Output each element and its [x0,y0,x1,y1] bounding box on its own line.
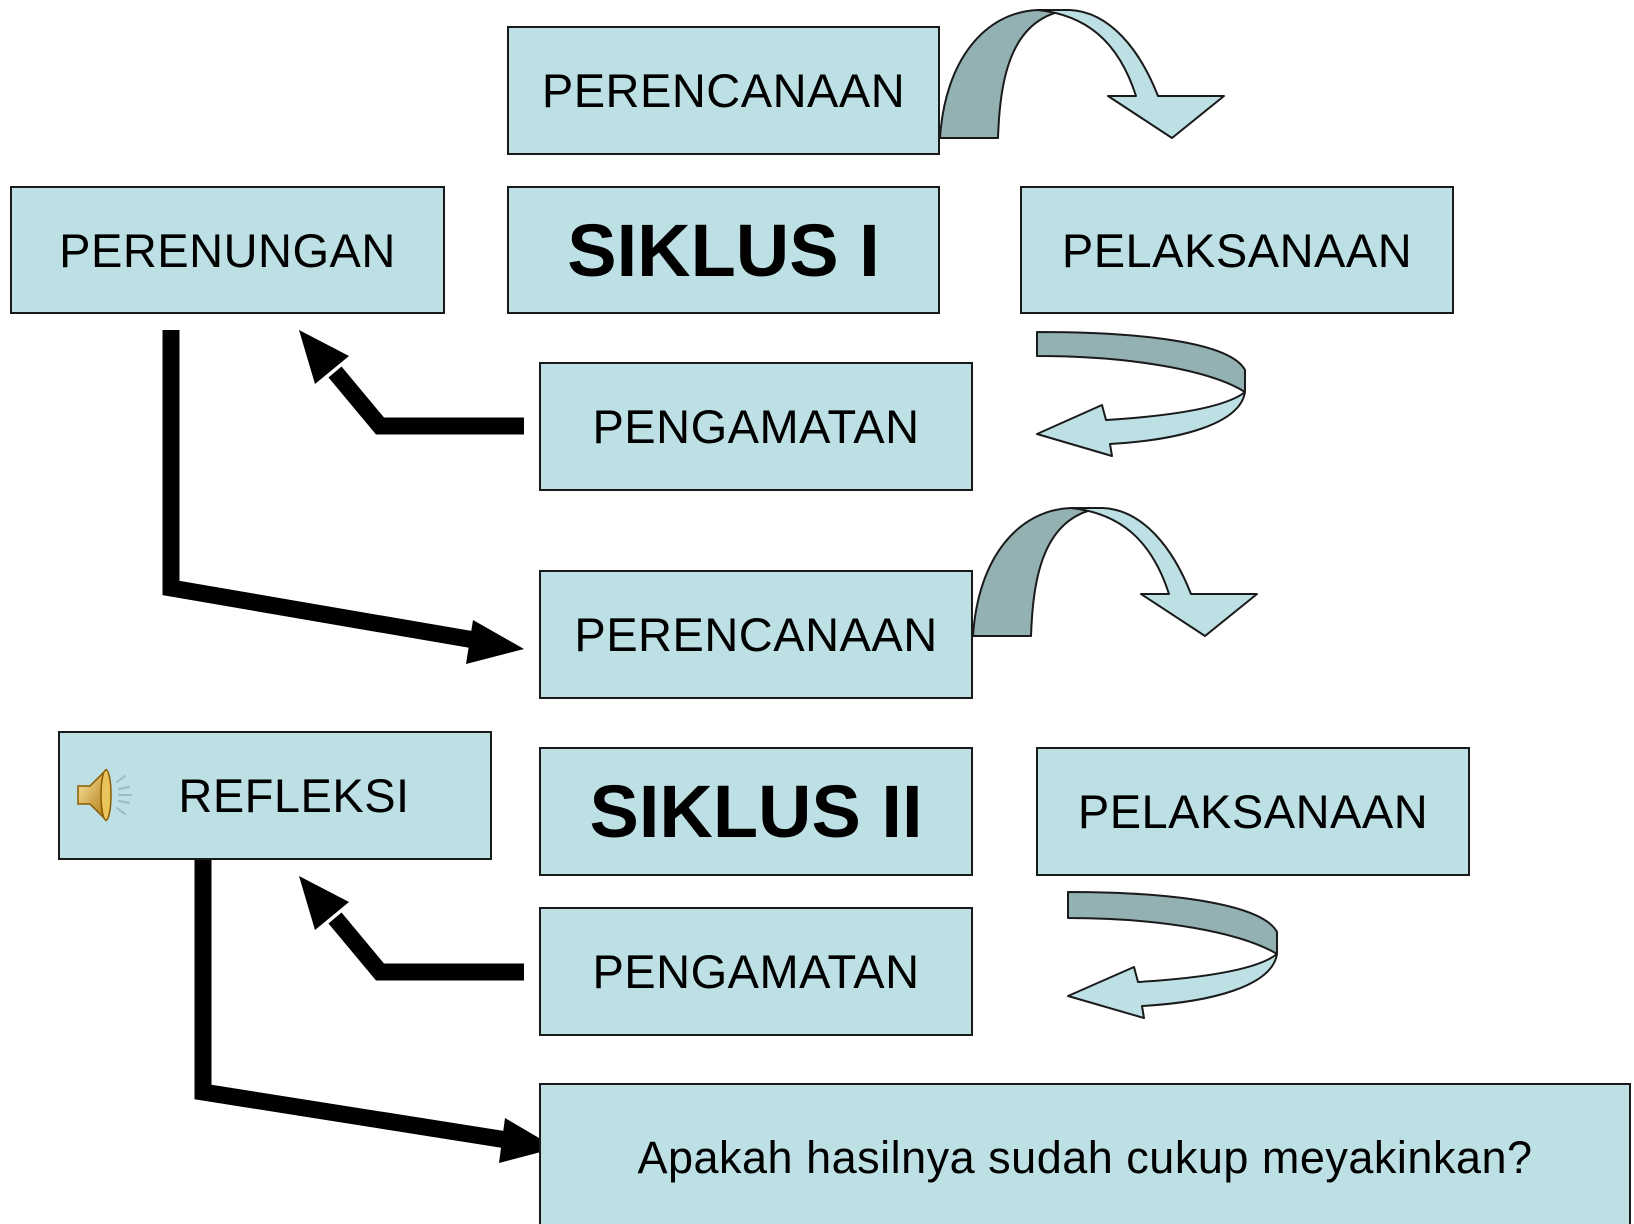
pengamatan-label-2: PENGAMATAN [592,945,920,998]
curved-arrow-act-to-observe-2 [1067,891,1278,1019]
perencanaan-box-2: PERENCANAAN [539,570,973,699]
siklus-2-title: SIKLUS II [589,770,923,853]
connector-reflect-to-plan-2 [162,330,524,664]
question-label: Apakah hasilnya sudah cukup meyakinkan? [637,1132,1533,1183]
perenungan-box: PERENUNGAN [10,186,445,314]
curved-arrow-plan-to-act-1 [939,9,1225,139]
curved-arrow-plan-to-act-2 [972,507,1258,637]
pelaksanaan-box-1: PELAKSANAAN [1020,186,1454,314]
speaker-icon[interactable] [72,762,138,828]
siklus-1-title-box: SIKLUS I [507,186,940,314]
question-box: Apakah hasilnya sudah cukup meyakinkan? [539,1083,1631,1224]
curved-arrow-act-to-observe-1 [1036,331,1246,457]
pelaksanaan-box-2: PELAKSANAAN [1036,747,1470,876]
pengamatan-label-1: PENGAMATAN [592,400,920,453]
perencanaan-box-1: PERENCANAAN [507,26,940,155]
pengamatan-box-2: PENGAMATAN [539,907,973,1036]
connector-observe-to-reflect-2 [299,876,524,981]
perenungan-label: PERENUNGAN [59,223,396,277]
perencanaan-label-2: PERENCANAAN [574,608,938,661]
refleksi-label: REFLEKSI [178,769,410,822]
pelaksanaan-label-2: PELAKSANAAN [1077,785,1429,838]
siklus-2-title-box: SIKLUS II [539,747,973,876]
siklus-1-title: SIKLUS I [567,208,880,292]
connector-reflect-to-question [194,843,556,1163]
pelaksanaan-label-1: PELAKSANAAN [1061,223,1413,277]
pengamatan-box-1: PENGAMATAN [539,362,973,491]
connector-observe-to-reflect-1 [299,330,524,435]
perencanaan-label-1: PERENCANAAN [541,64,906,117]
